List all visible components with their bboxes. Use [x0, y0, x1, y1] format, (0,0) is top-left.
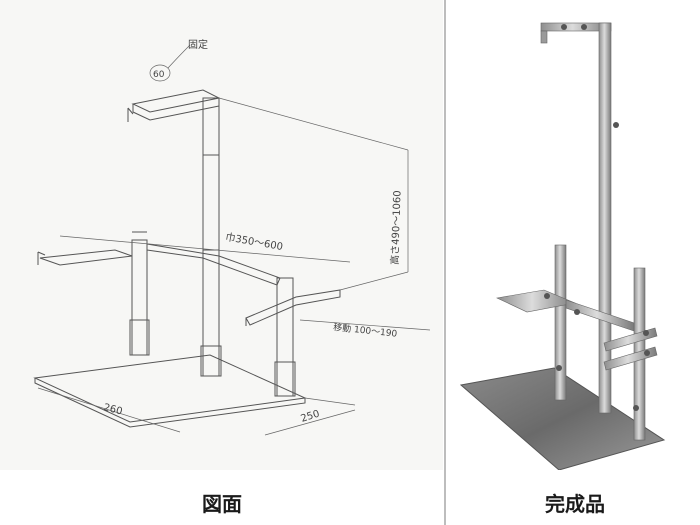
sketch-left-arm: [39, 249, 133, 266]
front-frame: [603, 327, 658, 352]
dim-stroke: 移動 100〜190: [333, 321, 398, 340]
sketch-base-plate: [33, 354, 307, 423]
left-column: [554, 244, 567, 401]
panel-divider: [444, 0, 446, 525]
sketch-crossbar-front: [245, 289, 341, 326]
dim-base-depth: 250: [300, 408, 322, 424]
drawing-panel: 固定 60 巾350〜600 高さ490〜1060 移動 100〜190 260…: [33, 38, 431, 436]
center-column: [598, 22, 612, 414]
steel-base-plate: [459, 367, 666, 470]
finished-stand-photo: [459, 22, 666, 470]
sketch-circle-marker: [149, 64, 171, 82]
sketch-right-column: [276, 277, 294, 397]
finished-product-panel: [449, 0, 700, 470]
dim-base-width: 260: [102, 402, 123, 417]
caption-finished: 完成品: [545, 492, 605, 516]
sketch-left-column: [131, 239, 148, 356]
sketch-center-column: [202, 97, 220, 377]
dim-width: 巾350〜600: [224, 230, 284, 253]
dim-height: 高さ490〜1060: [388, 190, 404, 265]
note-circle-value: 60: [153, 70, 165, 80]
technical-sketch: 固定 60 巾350〜600 高さ490〜1060 移動 100〜190 260…: [33, 38, 431, 436]
caption-drawing: 図面: [202, 492, 242, 516]
note-fixed: 固定: [188, 38, 208, 51]
crossbar: [565, 299, 635, 332]
